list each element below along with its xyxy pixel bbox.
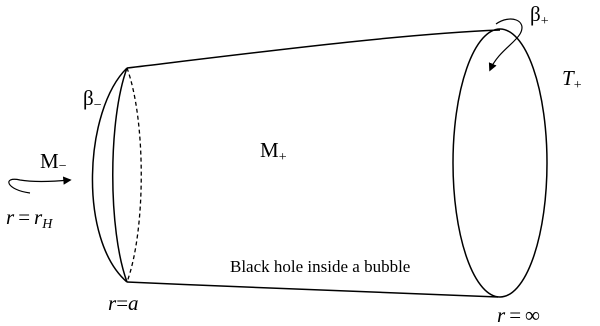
- beta-minus-label: β−: [83, 86, 102, 113]
- diagram-caption: Black hole inside a bubble: [230, 257, 411, 276]
- tube-top-edge: [126, 29, 501, 69]
- horizon-arrow: [8, 176, 72, 194]
- m-minus-label: M−: [40, 149, 67, 174]
- outer-boundary-ellipse: [452, 28, 548, 298]
- bubble-wall-front: [112, 67, 128, 283]
- bubble-wall-back: [126, 67, 142, 283]
- r-equals-a-label: r=a: [108, 291, 139, 315]
- beta-plus-arrow: [488, 18, 523, 72]
- beta-plus-label: β+: [530, 2, 549, 29]
- left-cap: [91, 67, 128, 283]
- m-plus-label: M+: [260, 138, 287, 165]
- r-equals-infinity-label: r = ∞: [497, 303, 541, 326]
- tube-bottom-edge: [126, 281, 499, 298]
- t-plus-label: T+: [562, 66, 582, 93]
- r-horizon-label: r = rH: [6, 205, 53, 232]
